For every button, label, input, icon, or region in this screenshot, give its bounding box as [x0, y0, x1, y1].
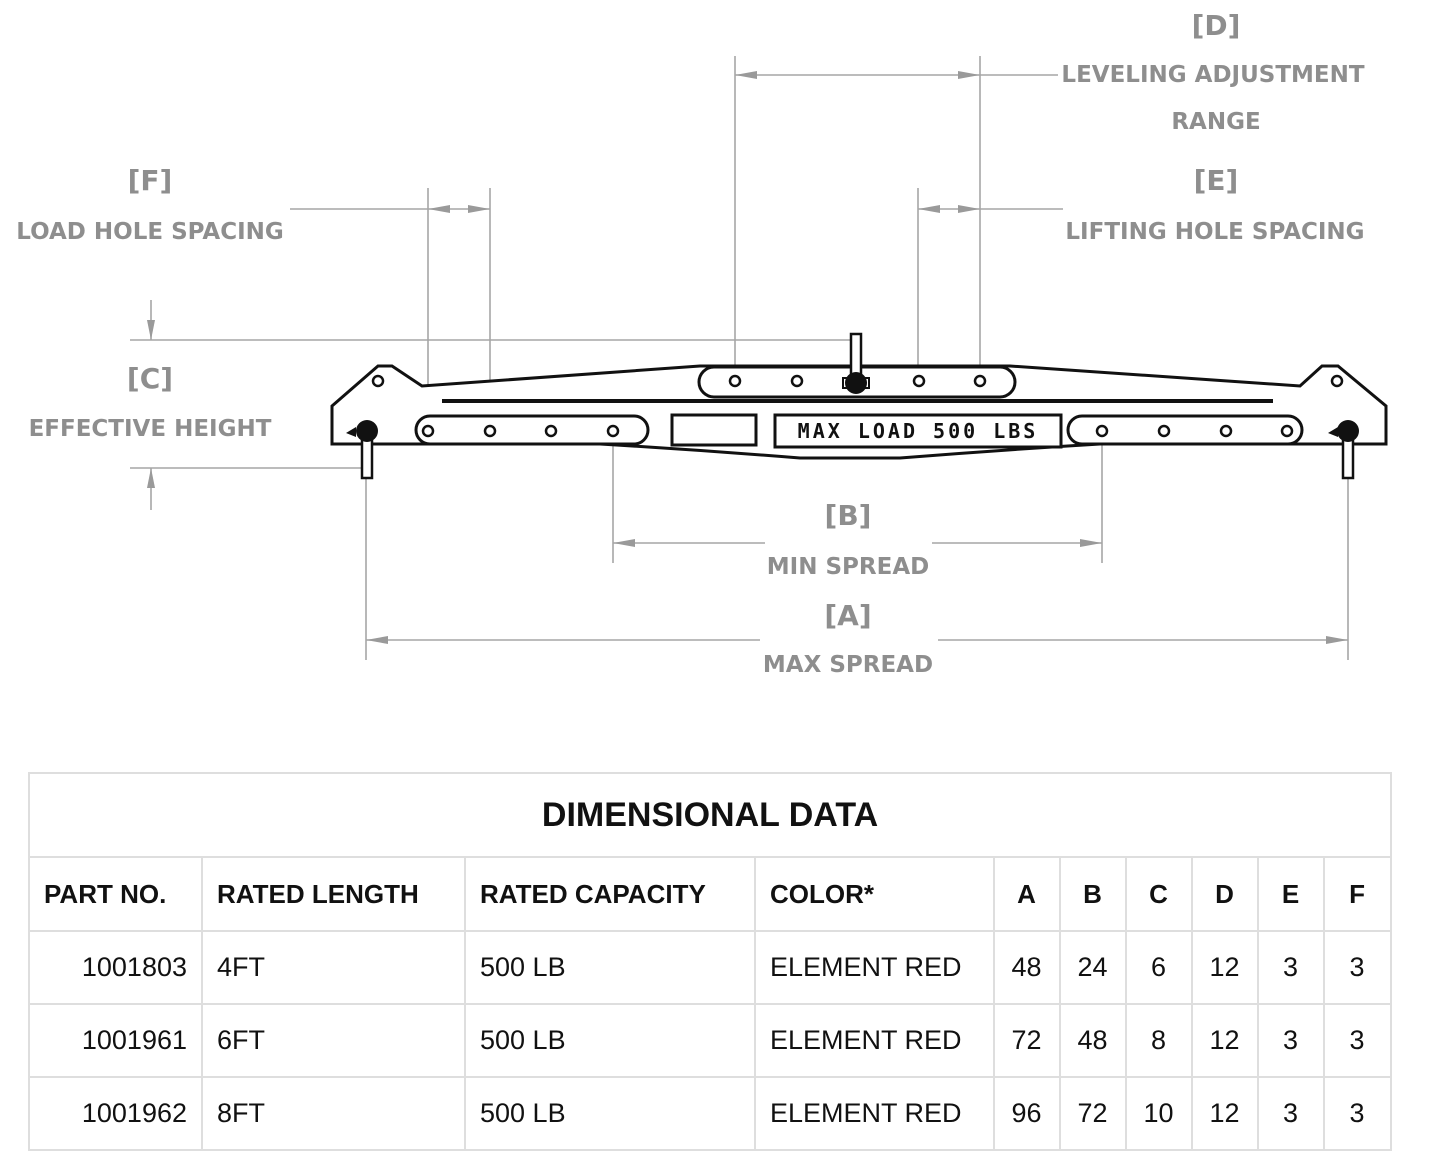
- dim-e-letter: [E]: [1194, 164, 1239, 197]
- dimensional-data-table: DIMENSIONAL DATA PART NO. RATED LENGTH R…: [27, 772, 1393, 1151]
- header-f: F: [1322, 856, 1393, 932]
- dimensional-data-table-wrapper: DIMENSIONAL DATA PART NO. RATED LENGTH R…: [27, 772, 1393, 1151]
- cell-e: 3: [1257, 930, 1325, 1005]
- cell-color: ELEMENT RED: [754, 930, 995, 1005]
- cell-rated-capacity: 500 LB: [464, 1003, 756, 1078]
- cell-rated-length: 8FT: [201, 1076, 466, 1151]
- dim-d-letter: [D]: [1192, 9, 1241, 42]
- cell-f: 3: [1322, 1076, 1393, 1151]
- header-b: B: [1059, 856, 1127, 932]
- cell-a: 72: [993, 1003, 1061, 1078]
- cell-color: ELEMENT RED: [754, 1076, 995, 1151]
- dim-e-label: LIFTING HOLE SPACING: [1065, 219, 1364, 245]
- cell-c: 6: [1125, 930, 1193, 1005]
- header-color: COLOR*: [754, 856, 995, 932]
- left-load-pin-icon: [346, 420, 378, 480]
- header-c: C: [1125, 856, 1193, 932]
- cell-a: 48: [993, 930, 1061, 1005]
- right-load-pin-icon: [1328, 420, 1359, 480]
- cell-c: 8: [1125, 1003, 1193, 1078]
- table-header-row: PART NO. RATED LENGTH RATED CAPACITY COL…: [28, 856, 1393, 932]
- cell-d: 12: [1191, 1003, 1259, 1078]
- dim-b-letter: [B]: [825, 499, 872, 532]
- cell-part-no: 1001803: [28, 930, 203, 1005]
- dim-d-lines: [734, 56, 1058, 378]
- dim-d-label-line1: LEVELING ADJUSTMENT: [1061, 62, 1364, 88]
- table-row: 1001803 4FT 500 LB ELEMENT RED 48 24 6 1…: [28, 930, 1393, 1005]
- dim-e-lines: [917, 188, 1063, 378]
- dim-a-lines: [365, 478, 1349, 660]
- dim-c-letter: [C]: [127, 362, 173, 395]
- dim-a-letter: [A]: [824, 599, 871, 632]
- cell-a: 96: [993, 1076, 1061, 1151]
- cell-part-no: 1001962: [28, 1076, 203, 1151]
- cell-d: 12: [1191, 1076, 1259, 1151]
- cell-color: ELEMENT RED: [754, 1003, 995, 1078]
- dim-c-label: EFFECTIVE HEIGHT: [29, 416, 272, 442]
- cell-rated-capacity: 500 LB: [464, 1076, 756, 1151]
- cell-f: 3: [1322, 930, 1393, 1005]
- cell-e: 3: [1257, 1076, 1325, 1151]
- cell-b: 72: [1059, 1076, 1127, 1151]
- cell-e: 3: [1257, 1003, 1325, 1078]
- header-d: D: [1191, 856, 1259, 932]
- plate-text: MAX LOAD 500 LBS: [798, 419, 1039, 443]
- cell-rated-length: 4FT: [201, 930, 466, 1005]
- header-part-no: PART NO.: [28, 856, 203, 932]
- cell-part-no: 1001961: [28, 1003, 203, 1078]
- cell-f: 3: [1322, 1003, 1393, 1078]
- spreader-bar: MAX LOAD 500 LBS: [330, 332, 1388, 480]
- lifting-shackle-icon: [842, 332, 870, 394]
- dim-f-letter: [F]: [128, 164, 173, 197]
- cell-d: 12: [1191, 930, 1259, 1005]
- cell-b: 48: [1059, 1003, 1127, 1078]
- table-row: 1001962 8FT 500 LB ELEMENT RED 96 72 10 …: [28, 1076, 1393, 1151]
- dim-b-label: MIN SPREAD: [767, 554, 929, 580]
- header-e: E: [1257, 856, 1325, 932]
- dim-b-lines: [612, 432, 1103, 563]
- cell-b: 24: [1059, 930, 1127, 1005]
- dim-d-label-line2: RANGE: [1171, 109, 1260, 135]
- header-rated-capacity: RATED CAPACITY: [464, 856, 756, 932]
- table-title: DIMENSIONAL DATA: [27, 772, 1393, 858]
- cell-c: 10: [1125, 1076, 1193, 1151]
- spreader-bar-diagram: [D] LEVELING ADJUSTMENT RANGE [E] LIFTIN…: [16, 9, 1388, 678]
- table-row: 1001961 6FT 500 LB ELEMENT RED 72 48 8 1…: [28, 1003, 1393, 1078]
- cell-rated-length: 6FT: [201, 1003, 466, 1078]
- dim-c-lines: [130, 300, 855, 510]
- header-rated-length: RATED LENGTH: [201, 856, 466, 932]
- header-a: A: [993, 856, 1061, 932]
- cell-rated-capacity: 500 LB: [464, 930, 756, 1005]
- dim-a-label: MAX SPREAD: [763, 652, 933, 678]
- dim-f-label: LOAD HOLE SPACING: [16, 219, 284, 245]
